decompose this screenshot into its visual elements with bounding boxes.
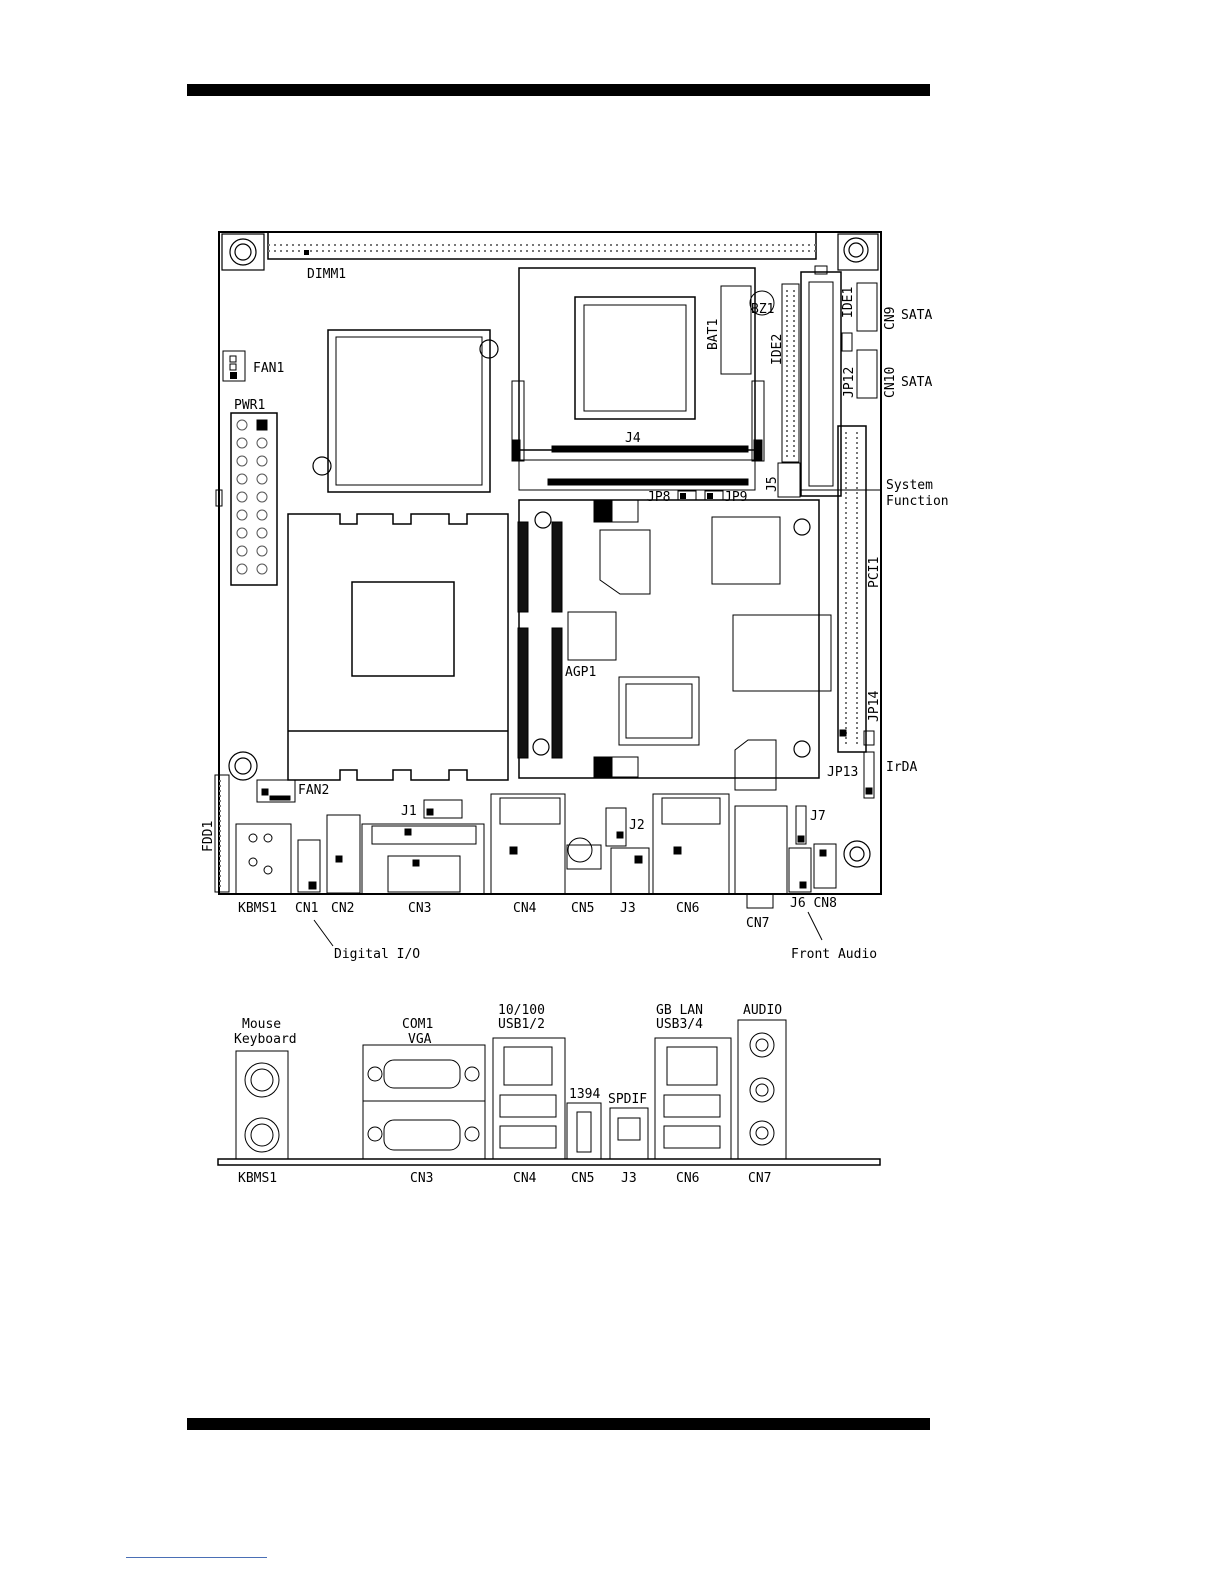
label-sata1: SATA (901, 308, 932, 323)
panel-label-spdif: SPDIF (608, 1092, 647, 1107)
rear-panel (218, 1020, 880, 1165)
label-jp8: JP8 (647, 490, 670, 505)
board-rear-connectors (236, 794, 836, 908)
panel-label-cn4: CN4 (513, 1171, 537, 1186)
heatsink-block (328, 330, 490, 492)
label-cn1: CN1 (295, 901, 318, 916)
label-cn6: CN6 (676, 901, 699, 916)
agp-module (518, 500, 831, 790)
label-system: System (886, 478, 933, 493)
panel-label-10-100: 10/100 (498, 1003, 545, 1018)
dimm-slot (268, 232, 816, 259)
label-jp9: JP9 (724, 490, 747, 505)
pwr1-connector (216, 413, 277, 585)
label-jp13: JP13 (827, 765, 858, 780)
panel-label-keyboard: Keyboard (234, 1032, 297, 1047)
label-function: Function (886, 494, 949, 509)
fan2-header (257, 780, 295, 802)
label-j4: J4 (625, 431, 641, 446)
panel-label-vga: VGA (408, 1032, 432, 1047)
label-j5: J5 (765, 476, 780, 492)
label-fan1: FAN1 (253, 361, 284, 376)
label-cn2: CN2 (331, 901, 354, 916)
label-bz1: BZ1 (751, 302, 774, 317)
panel-label-audio: AUDIO (743, 1003, 782, 1018)
panel-label-cn6: CN6 (676, 1171, 699, 1186)
label-bat1: BAT1 (706, 319, 721, 350)
sodimm-chip-area (512, 268, 774, 490)
panel-label-cn3: CN3 (410, 1171, 433, 1186)
panel-label-mouse: Mouse (242, 1017, 281, 1032)
label-pci1: PCI1 (867, 557, 882, 588)
label-pwr1: PWR1 (234, 398, 265, 413)
label-cn7: CN7 (746, 916, 769, 931)
panel-label-usb12: USB1/2 (498, 1017, 545, 1032)
fan1-header (223, 351, 245, 381)
label-cn9: CN9 (883, 307, 898, 330)
ide-connectors (778, 266, 841, 497)
panel-label-j3: J3 (621, 1171, 637, 1186)
front-audio-leader (808, 912, 822, 940)
label-jp14: JP14 (867, 691, 882, 722)
fdd-connector (215, 775, 229, 892)
cpu-socket (288, 514, 508, 780)
label-j2: J2 (629, 818, 645, 833)
label-j3: J3 (620, 901, 636, 916)
digital-io-leader (314, 920, 333, 946)
pci-slot (838, 426, 866, 752)
label-cn5: CN5 (571, 901, 594, 916)
label-sata2: SATA (901, 375, 932, 390)
label-agp1: AGP1 (565, 665, 596, 680)
label-digital-io: Digital I/O (334, 947, 420, 962)
label-ide1: IDE1 (841, 287, 856, 318)
panel-label-usb34: USB3/4 (656, 1017, 703, 1032)
label-cn10: CN10 (883, 367, 898, 398)
label-jp12: JP12 (842, 367, 857, 398)
label-dimm1: DIMM1 (307, 267, 346, 282)
label-ide2: IDE2 (770, 334, 785, 365)
label-cn4: CN4 (513, 901, 537, 916)
label-irda: IrDA (886, 760, 917, 775)
label-fdd1: FDD1 (201, 821, 216, 852)
panel-label-cn7: CN7 (748, 1171, 771, 1186)
label-cn3: CN3 (408, 901, 431, 916)
label-j1: J1 (401, 804, 417, 819)
label-fan2: FAN2 (298, 783, 329, 798)
label-front-audio: Front Audio (791, 947, 877, 962)
panel-label-kbms1: KBMS1 (238, 1171, 277, 1186)
label-j7: J7 (810, 809, 826, 824)
panel-label-gb-lan: GB LAN (656, 1003, 703, 1018)
jumpers-jp8-jp9 (678, 491, 723, 500)
panel-label-com1: COM1 (402, 1017, 433, 1032)
panel-label-1394: 1394 (569, 1087, 600, 1102)
label-kbms1: KBMS1 (238, 901, 277, 916)
panel-label-cn5: CN5 (571, 1171, 594, 1186)
label-j6-cn8: J6 CN8 (790, 896, 837, 911)
